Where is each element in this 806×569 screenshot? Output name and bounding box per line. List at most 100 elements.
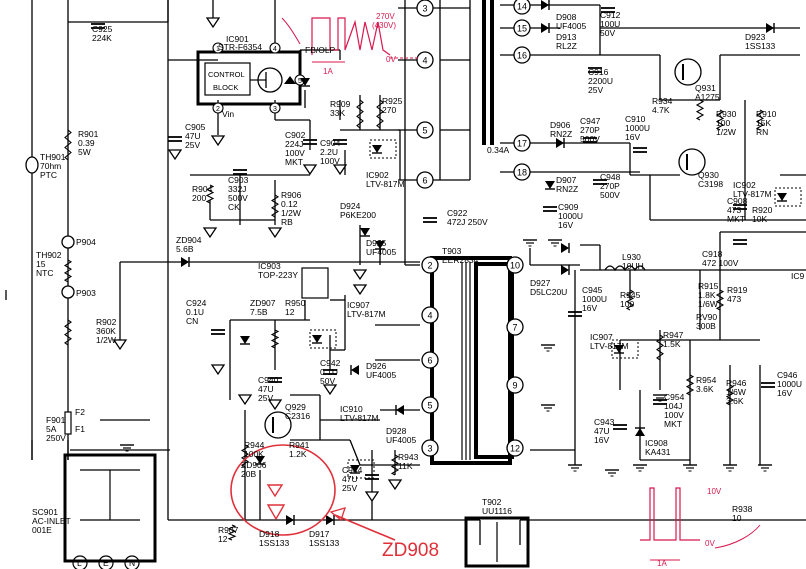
pin-top-3-circle [416,0,434,17]
r919-label-line-1: R919 [727,285,748,295]
p904-label: P904 [76,237,96,247]
gnd-tri-zd907 [237,394,253,406]
f901-label-line-1: F901 [46,415,66,425]
pin-right-17-circle [513,134,531,152]
ac-inlet-filter-box [63,453,157,569]
ic901-pin-1-circle [212,42,224,54]
c904-label-line-2: 2.2U [320,147,338,157]
ic901-pin-4: 4 [273,46,277,53]
zd904-label-line-1: ZD904 [176,235,202,245]
q930-label-line-2: C3198 [698,179,723,189]
d924-label-line-1: D924 [340,201,361,211]
d906-label-line-2: RN2Z [550,129,572,139]
component-symbols [63,0,802,541]
r915-symbol [715,289,725,311]
gnd-tri-ic903 [352,269,368,281]
r904-symbol [205,184,215,204]
c945-label-line-3: 16V [582,303,597,313]
r946-symbol [725,384,735,406]
d926-label-line-2: UF4005 [366,370,397,380]
r915-label-line-1: R915 [698,281,719,291]
sc901-label-line-3: 001E [32,525,52,535]
gnd-r954 [683,464,697,472]
ic902b-symbol-led [777,193,787,202]
gnd-tri-ic903b [352,284,368,296]
r950-symbol [270,329,280,349]
c948-label-line-2: 270P [600,181,620,191]
d908-label-line-2: UF4005 [556,21,587,31]
ic902a-label-line-1: IC902 [366,170,389,180]
q931-symbol [674,58,702,86]
gnd-tri-ic901 [210,135,226,147]
inlet-pin-l: L [77,558,82,568]
r925-symbol [376,99,384,129]
r901-symbol [64,129,72,161]
c944-label-line-1: C944 [342,465,363,475]
d918-symbol [286,515,295,525]
gnd-c909b [548,239,562,247]
c940-label-line-1: C940 [258,375,279,385]
pin-right-7: 7 [512,323,517,333]
r954-label-line-2: 3.6K [696,384,714,394]
r941-label-line-2: 1.2K [289,449,307,459]
r954-symbol [685,374,695,396]
gnd-filter [120,444,134,452]
c916-label-line-1: C916 [588,67,609,77]
r944-symbol [240,444,250,468]
gnd-tri-c905 [167,149,183,161]
pin-left-2: 2 [427,261,432,271]
gnd-ic908 [633,464,647,472]
d927-a-symbol [561,243,570,253]
c903-label-line-4: CK [228,202,240,212]
r941-label-line-1: R941 [289,440,310,450]
r902-label-line-3: 1/2W [96,335,116,345]
ic901-pin-2-circle [212,102,224,114]
pin-left-4-circle [421,306,439,324]
c904-label-line-1: C904 [320,138,341,148]
c908-label-line-2: 473 [727,205,741,215]
gnd-tri-r906 [267,227,283,239]
c940-label-line-3: 25V [258,393,273,403]
label-1a-top: 1A [323,67,333,76]
zd906-markup-circle [230,444,336,536]
c942-label-line-1: C942 [320,358,341,368]
pin-right-16b: 18 [517,168,527,178]
ic901-block-label-1: CONTROL [208,70,245,79]
ic910-label-line-1: IC910 [340,404,363,414]
q930-label-line-1: Q930 [698,170,719,180]
pin-right-16b-circle [513,163,531,181]
r943-symbol [390,454,400,476]
r930-label-line-2: 100 [716,118,730,128]
c944-label-line-3: 25V [342,483,357,493]
c902-label-line-4: MKT [285,157,303,167]
r954-label-line-1: R954 [696,375,717,385]
d924-symbol [360,228,370,237]
c954-label-line-3: 100V [664,410,684,420]
r944-label-line-2: 100K [244,449,264,459]
pin-right-15-circle [513,19,531,37]
gnd-c943 [605,469,619,477]
zd906-label-line-1: ZD906 [241,460,267,470]
zd904-label-line-2: 5.6B [176,244,194,254]
d927-label-line-1: D927 [530,278,551,288]
r910-label-line-3: RN [756,127,768,137]
c944-label-line-2: 47U [342,474,358,484]
r902-label-line-1: R902 [96,317,117,327]
t903-label-line-1: T903 [442,246,462,256]
transformer-t902 [464,516,530,568]
ic907a-label-line-2: LTV-817M [347,309,386,319]
r906-label-line-4: RB [281,217,293,227]
d928-symbol [395,405,404,415]
ic908-symbol [635,427,645,436]
c948-label-line-3: 500V [600,190,620,200]
pin-right-10: 10 [510,261,520,271]
c903-label-line-2: 332J [228,184,246,194]
r934-symbol [695,99,705,121]
r920-label-line-2: 10K [752,214,767,224]
r950-label-line-1: R950 [285,298,306,308]
r943-label-line-2: 11K [398,461,413,471]
r906-symbol [270,194,280,218]
c909-label-line-3: 16V [558,220,573,230]
gnd-tri-c942 [322,384,338,396]
